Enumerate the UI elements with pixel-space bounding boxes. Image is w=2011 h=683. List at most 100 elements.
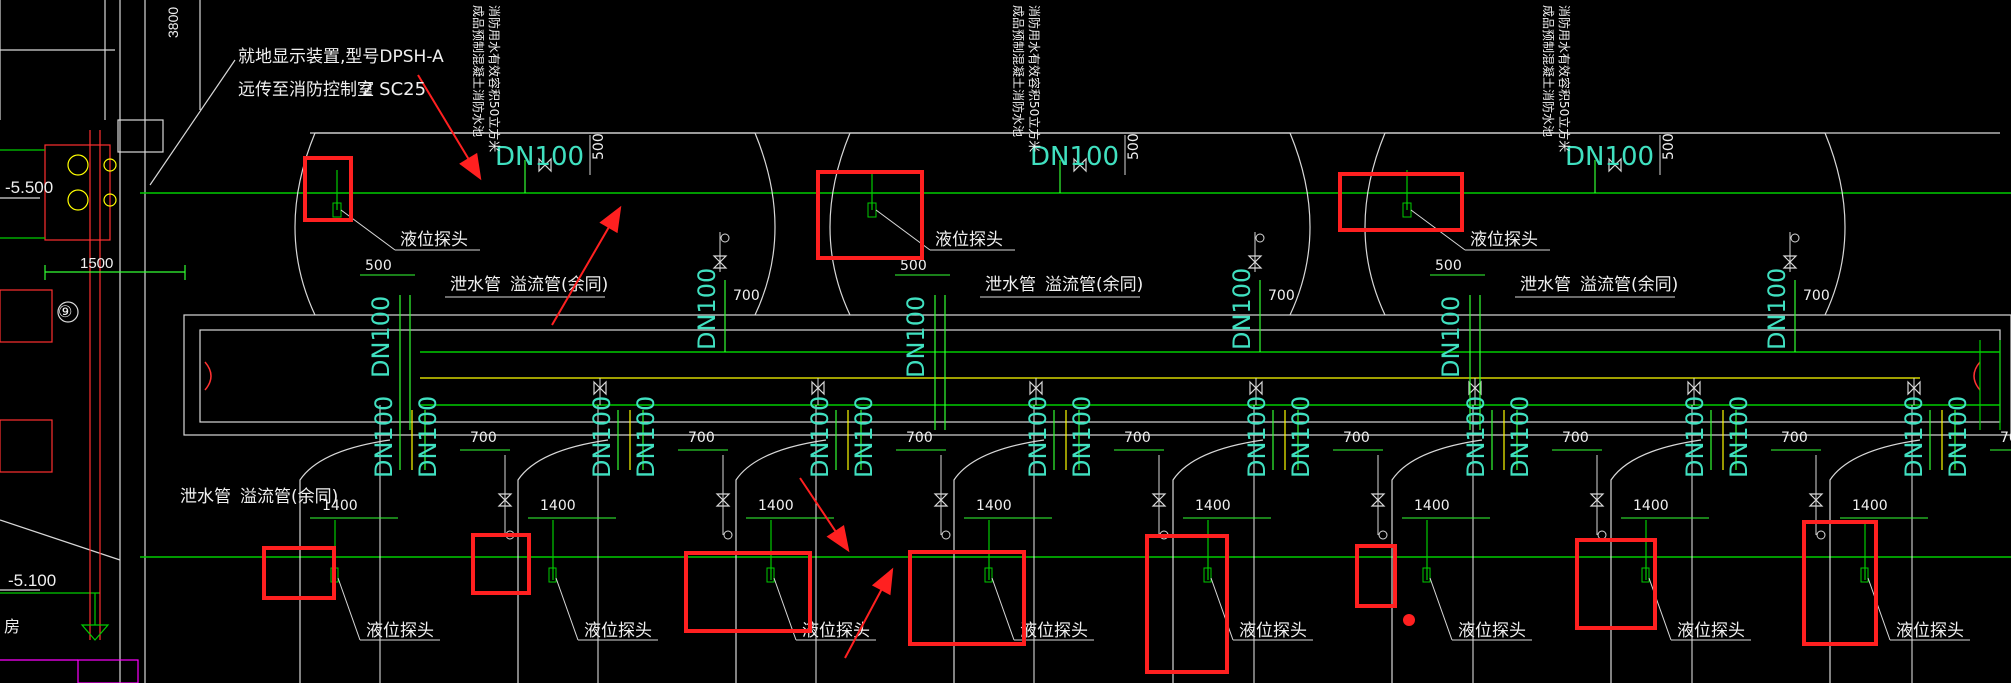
vertical-note-b-1: 成品预制混凝土消防水池	[1011, 5, 1026, 137]
bottom-probe-sensor-6	[1641, 567, 1650, 583]
bottom-probe-leader-1	[555, 577, 579, 641]
top-probe-label-1: 液位探头	[935, 230, 1003, 250]
drain-valve-icon-0	[497, 493, 513, 507]
bottom-dn-b-2: DN100	[850, 396, 878, 478]
top-dn-right-1: DN100	[1228, 268, 1256, 350]
bottom-dim1400-5: 1400	[1414, 498, 1450, 514]
bottom-dim700-0: 700	[470, 430, 497, 446]
bottom-dn-b-5: DN100	[1506, 396, 1534, 478]
manifold-valve-icon-0	[593, 380, 607, 396]
top-dim500-0: 500	[365, 258, 392, 274]
highlight-box-5	[684, 551, 812, 633]
bottom-probe-leader-5	[1429, 577, 1453, 641]
bottom-dn-b-0: DN100	[414, 396, 442, 478]
bottom-dim1400-7: 1400	[1852, 498, 1888, 514]
bottom-dn-a-4: DN100	[1243, 396, 1271, 478]
highlight-box-1	[816, 170, 924, 260]
bottom-probe-sensor-7	[1860, 567, 1869, 583]
drain-cap-icon-1	[723, 530, 733, 540]
dimension-1500: 1500	[80, 255, 113, 272]
manifold-end-cap-right	[1973, 361, 1981, 391]
highlight-box-4	[471, 533, 531, 595]
vent-valve-icon-1	[1247, 255, 1263, 269]
drain-cap-icon-4	[1378, 530, 1388, 540]
dimension-3800: 3800	[165, 7, 181, 38]
vent-valve-icon-2	[1782, 255, 1798, 269]
manifold-valve-icon-3	[1249, 380, 1263, 396]
bottom-dn-a-7: DN100	[1900, 396, 1928, 478]
drain-valve-icon-4	[1370, 493, 1386, 507]
axis-circle-mark: ⑨	[58, 302, 72, 321]
highlight-box-9	[1575, 538, 1657, 630]
bottom-probe-label-1: 液位探头	[584, 621, 652, 641]
highlight-box-0	[303, 156, 353, 222]
bottom-tank-wall-1	[517, 439, 609, 683]
top-drain-label-0: 泄水管	[450, 275, 501, 295]
manifold-valve-icon-4	[1468, 380, 1482, 396]
vent-cap-icon-2	[1790, 233, 1800, 243]
bottom-tank-wall-4	[1172, 439, 1264, 683]
bottom-probe-label-7: 液位探头	[1896, 621, 1964, 641]
bottom-dn-b-6: DN100	[1725, 396, 1753, 478]
bottom-dn-a-3: DN100	[1024, 396, 1052, 478]
top-tank-right-wall-1	[1289, 132, 1311, 316]
bottom-dn-a-2: DN100	[806, 396, 834, 478]
top-dim500b-0: 500	[591, 133, 607, 160]
top-dn-right-0: DN100	[693, 268, 721, 350]
bottom-probe-sensor-1	[548, 567, 557, 583]
top-dim500-2: 500	[1435, 258, 1462, 274]
top-dn-horizontal-2: DN100	[1565, 142, 1654, 172]
bottom-overflow-label: 溢流管(余同)	[240, 487, 338, 507]
top-dn-label-2: DN100	[1437, 296, 1465, 378]
bottom-probe-leader-6	[1648, 577, 1672, 641]
bottom-probe-label-0: 液位探头	[366, 621, 434, 641]
top-overflow-label-2: 溢流管(余同)	[1580, 275, 1678, 295]
bottom-probe-sensor-3	[984, 567, 993, 583]
vertical-note-a-0: 消防用水有效容积50立方米	[487, 5, 502, 152]
vertical-note-b-2: 成品预制混凝土消防水池	[1541, 5, 1556, 137]
bottom-probe-leader-0	[337, 577, 361, 641]
bottom-tank-wall-6	[1610, 439, 1702, 683]
bottom-probe-sensor-4	[1203, 567, 1212, 583]
bottom-dn-a-1: DN100	[588, 396, 616, 478]
tanks-layer	[294, 132, 2011, 683]
top-dim500-1: 500	[900, 258, 927, 274]
bottom-dim700-3: 700	[1124, 430, 1151, 446]
manifold-valve-icon-5	[1687, 380, 1701, 396]
left-equipment-area	[0, 0, 236, 683]
vertical-note-a-1: 消防用水有效容积50立方米	[1027, 5, 1042, 152]
top-probe-label-2: 液位探头	[1470, 230, 1538, 250]
highlight-box-10	[1802, 520, 1878, 646]
bottom-dim1400-2: 1400	[758, 498, 794, 514]
bottom-dn-b-1: DN100	[632, 396, 660, 478]
top-tank-left-wall-2	[1364, 132, 1386, 316]
bottom-dim700-6: 700	[1781, 430, 1808, 446]
bottom-probe-sensor-2	[766, 567, 775, 583]
top-dim700-2: 700	[1803, 288, 1830, 304]
bottom-tank-wall-5	[1391, 439, 1483, 683]
bottom-dim700-1: 700	[688, 430, 715, 446]
top-tank-left-wall-0	[294, 132, 316, 316]
highlight-dot	[1403, 614, 1415, 626]
top-dim500b-2: 500	[1661, 133, 1677, 160]
bottom-probe-label-5: 液位探头	[1458, 621, 1526, 641]
top-drain-label-2: 泄水管	[1520, 275, 1571, 295]
top-branch-valve-icon-2	[1608, 157, 1622, 173]
bottom-tank-wall-7	[1829, 439, 1921, 683]
elevation-bottom-left: -5.100	[8, 571, 56, 590]
drain-valve-icon-1	[715, 493, 731, 507]
bottom-tank-wall-3	[953, 439, 1045, 683]
manifold-valve-icon-2	[1029, 380, 1043, 396]
bottom-dn-b-4: DN100	[1287, 396, 1315, 478]
bottom-tank-wall-0	[299, 439, 391, 683]
highlight-box-2	[1338, 172, 1464, 232]
drain-cap-icon-6	[1816, 530, 1826, 540]
bottom-probe-leader-4	[1210, 577, 1234, 641]
bottom-dim700-5: 700	[1562, 430, 1589, 446]
drain-valve-icon-3	[1151, 493, 1167, 507]
bottom-dim700-7: 700	[2000, 430, 2011, 446]
top-dn-horizontal-1: DN100	[1030, 142, 1119, 172]
